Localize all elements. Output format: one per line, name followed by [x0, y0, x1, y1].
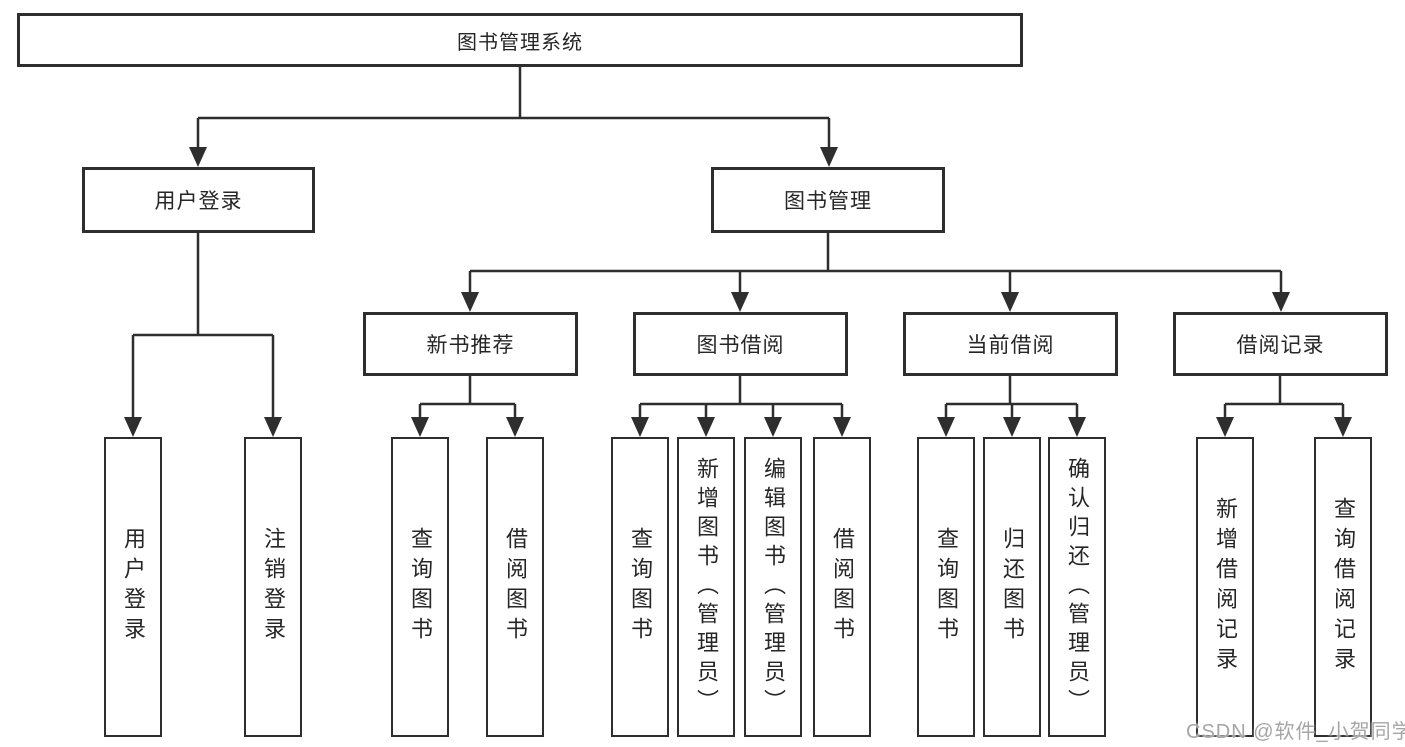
watermark-text: CSDN @软件_小贺同学 [1186, 721, 1405, 743]
node-query-books-recommend: 查询图书 [391, 437, 449, 737]
node-query-borrow-record: 查询借阅记录 [1314, 437, 1372, 737]
connector-segments [131, 67, 1345, 420]
node-borrow-books-action: 借阅图书 [813, 437, 871, 737]
node-borrow-books-recommend: 借阅图书 [486, 437, 544, 737]
node-user-login: 用户登录 [82, 167, 315, 233]
node-add-borrow-record: 新增借阅记录 [1196, 437, 1254, 737]
arrowheads [124, 147, 1352, 437]
node-edit-books-admin: 编辑图书（管理员） [744, 437, 802, 737]
node-root: 图书管理系统 [17, 13, 1023, 67]
node-query-books-borrow: 查询图书 [611, 437, 669, 737]
node-return-books: 归还图书 [983, 437, 1041, 737]
node-logout-action: 注销登录 [244, 437, 302, 737]
node-current-borrow: 当前借阅 [903, 312, 1118, 376]
node-confirm-return-admin: 确认归还（管理员） [1048, 437, 1106, 737]
node-borrow-records: 借阅记录 [1173, 312, 1388, 376]
node-query-books-current: 查询图书 [917, 437, 975, 737]
node-book-borrow: 图书借阅 [633, 312, 848, 376]
node-book-management: 图书管理 [711, 167, 945, 233]
node-add-books-admin: 新增图书（管理员） [677, 437, 735, 737]
node-user-login-action: 用户登录 [104, 437, 162, 737]
node-new-book-recommend: 新书推荐 [363, 312, 578, 376]
